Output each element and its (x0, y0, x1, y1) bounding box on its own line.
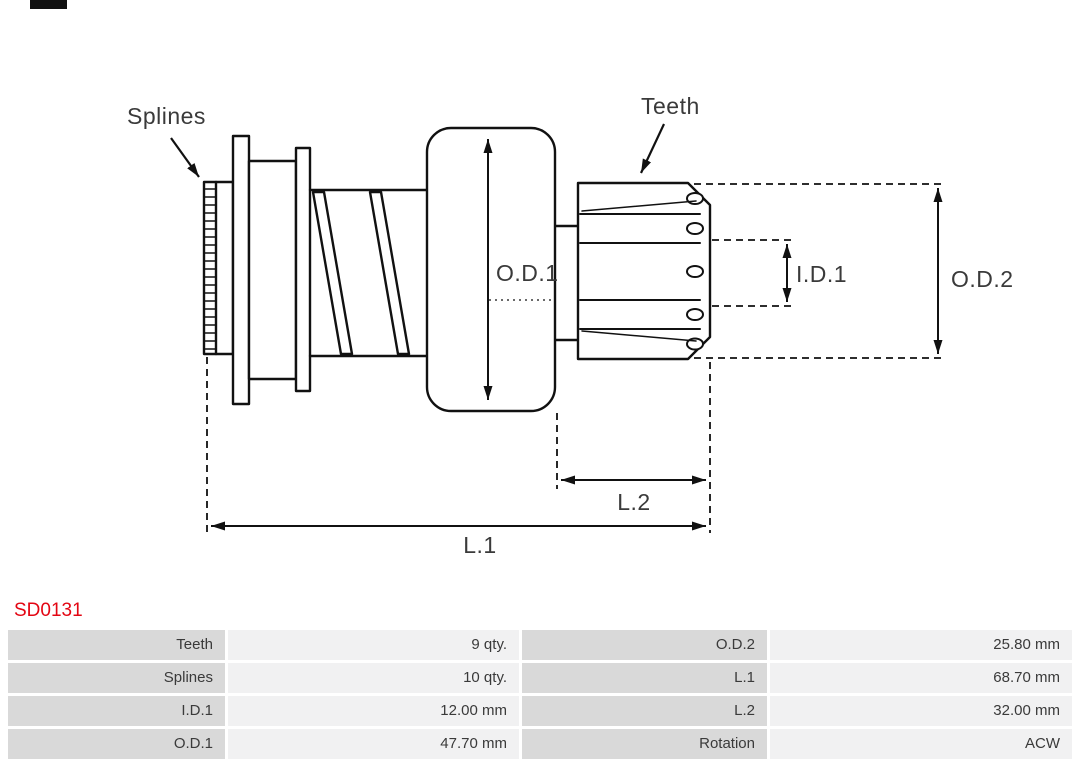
spec-label: O.D.1 (8, 729, 225, 759)
spec-value: 9 qty. (228, 630, 519, 660)
spec-value: 68.70 mm (770, 663, 1072, 693)
pinion-shaft (553, 224, 580, 342)
technical-drawing: Splines Teeth O.D.1 I.D.1 O.D.2 L.2 L.1 (127, 93, 1014, 558)
splines-label: Splines (127, 103, 206, 129)
part-number: SD0131 (14, 600, 83, 621)
spline-hatching (203, 188, 217, 350)
logo-fragment (30, 0, 67, 9)
spec-label: L.2 (522, 696, 767, 726)
spec-value: 32.00 mm (770, 696, 1072, 726)
od2-label: O.D.2 (951, 266, 1014, 292)
teeth-label: Teeth (641, 93, 700, 119)
retainer-flanges (231, 134, 312, 406)
splined-shaft (202, 180, 235, 356)
l2-label: L.2 (617, 489, 650, 515)
dim-od1 (483, 139, 554, 400)
spec-value: 12.00 mm (228, 696, 519, 726)
spec-label: Splines (8, 663, 225, 693)
spec-label: L.1 (522, 663, 767, 693)
id1-label: I.D.1 (796, 261, 847, 287)
tooth-ends (686, 192, 704, 351)
spec-label: Teeth (8, 630, 225, 660)
spec-label: I.D.1 (8, 696, 225, 726)
callout-splines (170, 137, 200, 178)
spec-table: Teeth 9 qty. O.D.2 25.80 mm Splines 10 q… (8, 630, 1072, 759)
spec-value: 10 qty. (228, 663, 519, 693)
tooth-helix-lines (581, 200, 697, 342)
spec-label: O.D.2 (522, 630, 767, 660)
spring (308, 188, 429, 358)
callout-teeth (640, 123, 665, 174)
pinion-gear (576, 181, 712, 361)
od1-label: O.D.1 (496, 260, 559, 286)
spec-value: ACW (770, 729, 1072, 759)
spec-value: 25.80 mm (770, 630, 1072, 660)
projection-lines (206, 183, 942, 533)
spec-value: 47.70 mm (228, 729, 519, 759)
spec-label: Rotation (522, 729, 767, 759)
l1-label: L.1 (463, 532, 496, 558)
